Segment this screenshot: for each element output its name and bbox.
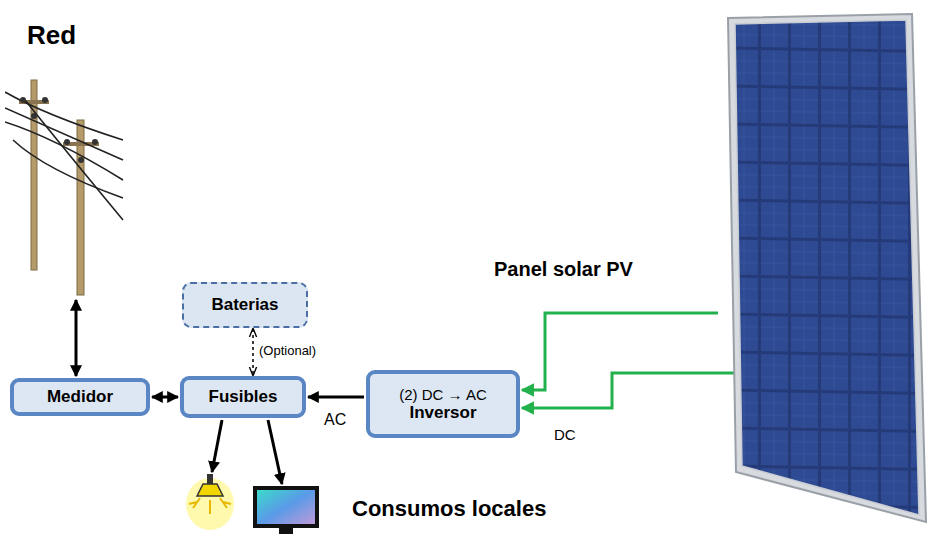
edge-label: (Optional) xyxy=(257,343,318,358)
node-label: Consumos locales xyxy=(352,496,546,522)
edge-label: DC xyxy=(552,426,578,443)
process-box: (2) DC → ACInversor xyxy=(366,370,520,438)
illustrated-node: Red xyxy=(5,20,123,298)
illustrated-node: Panel solar PV xyxy=(700,10,928,525)
box-label: Inversor xyxy=(409,403,476,423)
connector xyxy=(212,420,222,472)
connector xyxy=(268,420,282,484)
node-label: Panel solar PV xyxy=(494,258,633,281)
load-icons xyxy=(175,456,335,535)
optional-box: Baterias xyxy=(182,282,308,328)
solar-panel-illustration xyxy=(700,10,928,525)
illustrated-node: Consumos locales xyxy=(175,456,615,534)
connector xyxy=(252,329,254,375)
connector xyxy=(522,373,745,408)
box-label: (2) DC → AC xyxy=(399,386,487,403)
box-label: Baterias xyxy=(211,295,278,315)
edge-label: AC xyxy=(322,411,348,429)
node-label: Red xyxy=(27,20,76,51)
box-label: Medidor xyxy=(47,387,113,407)
power-pole-illustration xyxy=(5,20,125,300)
process-box: Medidor xyxy=(10,378,150,416)
connector xyxy=(152,396,178,399)
process-box: Fusibles xyxy=(180,376,306,418)
connector xyxy=(308,396,364,399)
connector xyxy=(75,300,78,376)
connector xyxy=(522,313,718,390)
box-label: Fusibles xyxy=(209,387,278,407)
